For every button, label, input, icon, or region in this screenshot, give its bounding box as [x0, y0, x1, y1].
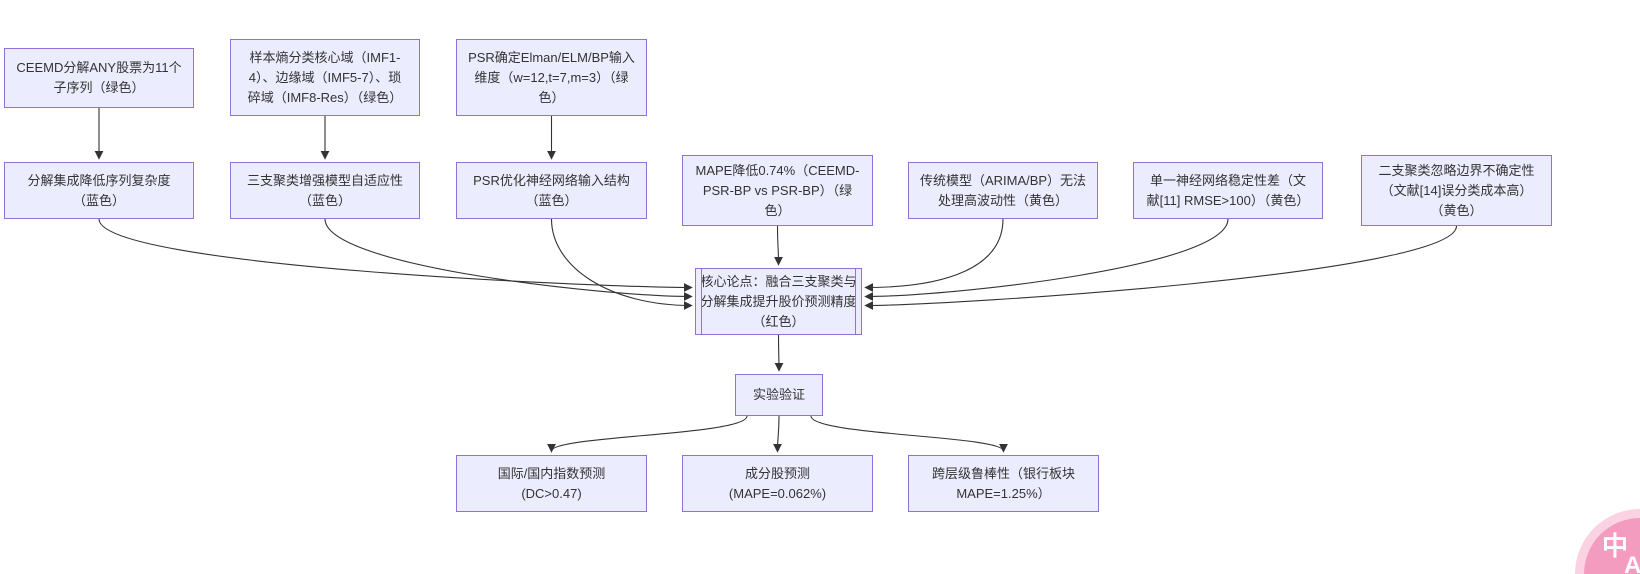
flowchart-node-F: PSR优化神经网络输入结构 （蓝色）: [456, 162, 647, 219]
flowchart-node-C: PSR确定Elman/ELM/BP输入 维度（w=12,t=7,m=3）（绿 色…: [456, 39, 647, 116]
node-label: 二支聚类忽略边界不确定性 （文献[14]误分类成本高） （黄色）: [1378, 162, 1535, 218]
flowchart-node-N: 成分股预测 (MAPE=0.062%): [682, 455, 873, 512]
edge-D-K: [98, 218, 693, 292]
flowchart-node-A: CEEMD分解ANY股票为11个 子序列（绿色）: [4, 48, 194, 108]
node-label: 三支聚类增强模型自适应性 （蓝色）: [246, 172, 403, 208]
edge-F-K: [550, 218, 693, 310]
flowchart-node-M: 国际/国内指数预测 (DC>0.47): [456, 455, 647, 512]
node-label: PSR优化神经网络输入结构 （蓝色）: [473, 172, 630, 208]
flowchart-node-H: 传统模型（ARIMA/BP）无法 处理高波动性（黄色）: [908, 162, 1098, 219]
node-label: 单一神经网络稳定性差（文 献[11] RMSE>100）（黄色）: [1146, 172, 1310, 208]
flowchart-node-E: 三支聚类增强模型自适应性 （蓝色）: [230, 162, 420, 219]
edge-I-K: [864, 218, 1229, 301]
node-label: 实验验证: [752, 387, 805, 402]
flowchart-node-I: 单一神经网络稳定性差（文 献[11] RMSE>100）（黄色）: [1133, 162, 1323, 219]
flowchart-node-G: MAPE降低0.74%（CEEMD- PSR-BP vs PSR-BP）（绿 色…: [682, 155, 873, 226]
edge-L-N: [773, 415, 782, 453]
node-label: CEEMD分解ANY股票为11个 子序列（绿色）: [16, 60, 182, 95]
node-label: 跨层级鲁棒性（银行板块 MAPE=1.25%）: [931, 465, 1075, 501]
flowchart-node-B: 样本熵分类核心域（IMF1- 4）、边缘域（IMF5-7）、琐 碎域（IMF8-…: [230, 39, 420, 116]
node-label: 传统模型（ARIMA/BP）无法 处理高波动性（黄色）: [919, 172, 1087, 208]
edge-G-K: [774, 225, 783, 266]
edge-J-K: [864, 225, 1458, 310]
edge-H-K: [864, 218, 1004, 292]
edge-L-M: [547, 415, 748, 453]
translate-float-button[interactable]: 中 A: [1584, 518, 1640, 574]
flowchart-node-J: 二支聚类忽略边界不确定性 （文献[14]误分类成本高） （黄色）: [1361, 155, 1552, 226]
node-label: MAPE降低0.74%（CEEMD- PSR-BP vs PSR-BP）（绿 色…: [695, 162, 860, 218]
node-label: 国际/国内指数预测 (DC>0.47): [497, 465, 606, 501]
flowchart-node-K: 核心论点：融合三支聚类与 分解集成提升股价预测精度 （红色）: [695, 268, 862, 335]
flowchart-node-L: 实验验证: [735, 374, 823, 416]
edge-L-O: [810, 415, 1008, 453]
edge-K-L: [774, 334, 784, 372]
node-label: 成分股预测 (MAPE=0.062%): [728, 465, 827, 501]
node-label: 分解集成降低序列复杂度 （蓝色）: [27, 172, 171, 208]
node-label: 核心论点：融合三支聚类与 分解集成提升股价预测精度 （红色）: [700, 273, 857, 329]
node-label: PSR确定Elman/ELM/BP输入 维度（w=12,t=7,m=3）（绿 色…: [468, 49, 635, 105]
translate-icon-zh: 中: [1602, 531, 1629, 561]
edge-E-K: [324, 218, 693, 301]
node-label: 样本熵分类核心域（IMF1- 4）、边缘域（IMF5-7）、琐 碎域（IMF8-…: [247, 49, 403, 105]
flowchart-node-O: 跨层级鲁棒性（银行板块 MAPE=1.25%）: [908, 455, 1099, 512]
translate-icon-en: A: [1624, 552, 1640, 574]
flowchart-node-D: 分解集成降低序列复杂度 （蓝色）: [4, 162, 194, 219]
